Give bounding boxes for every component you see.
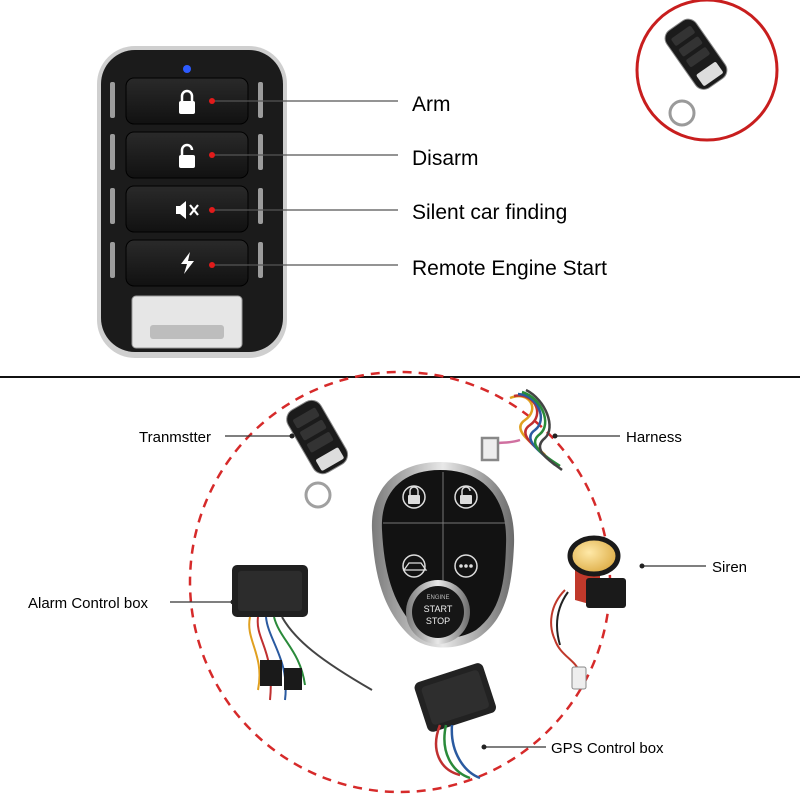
start-button-start-text: START xyxy=(424,604,453,614)
label-transmitter: Tranmstter xyxy=(139,429,211,446)
label-siren: Siren xyxy=(712,559,747,576)
component-pointer-dots xyxy=(230,433,645,750)
label-gps-control-box: GPS Control box xyxy=(551,740,664,757)
lock-closed-icon xyxy=(179,89,195,114)
remote-key-fob xyxy=(97,46,287,358)
label-alarm-control-box: Alarm Control box xyxy=(28,595,149,612)
more-options-icon xyxy=(459,564,473,568)
gps-control-box-image xyxy=(414,663,496,780)
label-arm: Arm xyxy=(412,93,451,116)
button-pointers xyxy=(209,98,398,268)
silent-find-button[interactable] xyxy=(125,185,249,233)
lightning-icon xyxy=(181,252,194,274)
led-indicator xyxy=(183,65,191,73)
harness-image xyxy=(480,388,563,471)
alarm-control-box-image xyxy=(232,565,373,701)
siren-image xyxy=(550,535,626,690)
inset-remote-thumbnail xyxy=(635,0,779,142)
start-stop-panel: ENGINE START STOP xyxy=(371,462,515,648)
start-button-engine-text: ENGINE xyxy=(426,595,449,601)
label-silent-car-finding: Silent car finding xyxy=(412,201,567,224)
label-remote-engine-start: Remote Engine Start xyxy=(412,257,607,280)
speaker-mute-icon xyxy=(176,201,199,219)
lock-closed-icon xyxy=(408,495,420,504)
lock-open-icon xyxy=(460,495,472,504)
lock-open-icon xyxy=(179,143,195,168)
transmitter-image xyxy=(286,399,349,509)
car-trunk-icon xyxy=(402,562,428,571)
start-button-stop-text: STOP xyxy=(426,616,450,626)
component-pointers xyxy=(170,435,706,748)
label-disarm: Disarm xyxy=(412,147,479,170)
label-harness: Harness xyxy=(626,429,682,446)
